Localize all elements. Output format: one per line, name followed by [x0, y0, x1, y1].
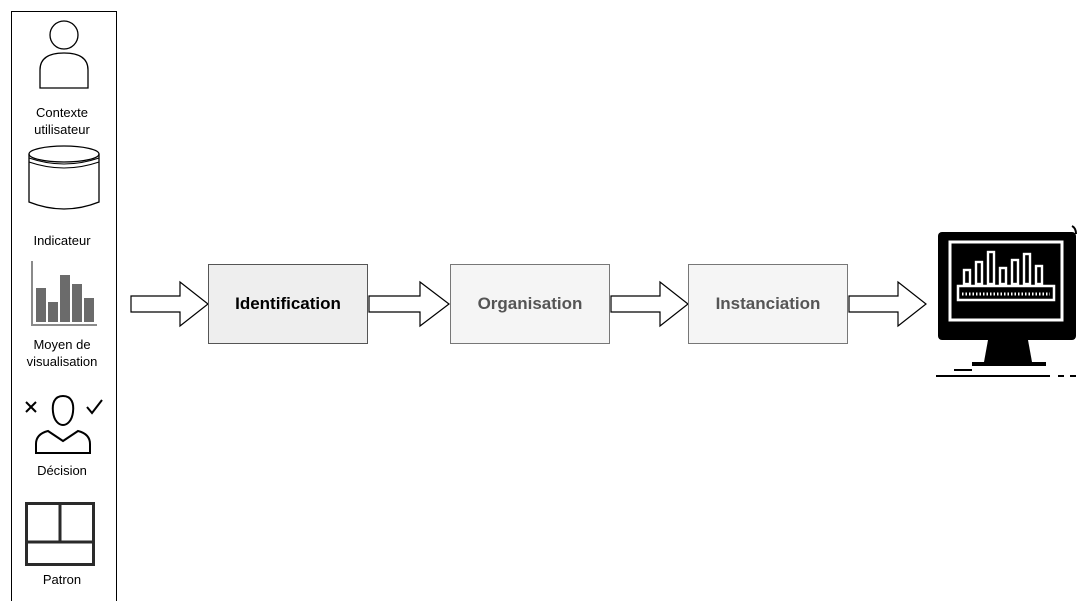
flow-arrow-input — [130, 280, 210, 328]
input-label-patron: Patron — [42, 572, 82, 587]
step-identification: Identification — [208, 264, 368, 344]
step-organisation: Organisation — [450, 264, 610, 344]
database-icon — [27, 144, 101, 214]
inputs-panel — [11, 11, 117, 601]
layout-template-icon — [25, 502, 95, 566]
input-label-decision: Décision — [37, 463, 87, 478]
decision-user-icon — [24, 394, 104, 456]
flow-arrow-1 — [368, 280, 450, 328]
step-label: Organisation — [477, 294, 583, 313]
bar-chart-icon — [29, 260, 99, 328]
input-label-moyen: Moyen de visualisation — [26, 337, 98, 369]
step-label: Identification — [235, 294, 341, 313]
input-label-indicateur: Indicateur — [33, 233, 91, 248]
step-instanciation: Instanciation — [688, 264, 848, 344]
flow-arrow-2 — [610, 280, 690, 328]
user-icon — [36, 18, 92, 90]
input-label-contexte: Contexte utilisateur — [34, 105, 90, 137]
step-label: Instanciation — [715, 294, 821, 313]
dashboard-monitor-icon — [932, 224, 1078, 384]
flow-arrow-output — [848, 280, 928, 328]
